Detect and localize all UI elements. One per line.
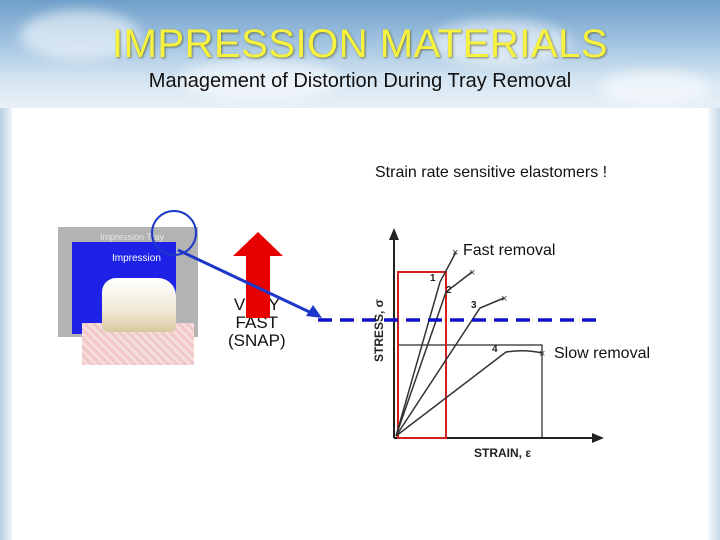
left-border [0, 108, 12, 540]
slide-subtitle: Management of Distortion During Tray Rem… [148, 70, 572, 92]
snap-line-3: (SNAP) [228, 331, 286, 350]
slow-removal-box [397, 344, 543, 439]
curve-2 [395, 271, 473, 437]
fracture-marker: × [501, 293, 507, 305]
highlight-circle [151, 210, 197, 256]
tooth [102, 278, 176, 332]
fracture-marker: × [539, 348, 545, 360]
curve-1 [395, 251, 457, 437]
slide-header: IMPRESSION MATERIALS Management of Disto… [0, 0, 720, 108]
curve-3 [395, 297, 505, 437]
fracture-marker: × [452, 247, 458, 259]
pointer-arrowhead [306, 305, 322, 318]
curve-number-3: 3 [471, 300, 477, 311]
slow-removal-label: Slow removal [554, 345, 651, 362]
curve-number-2: 2 [446, 285, 452, 296]
slide-title: IMPRESSION MATERIALS [111, 22, 608, 66]
tray-label: Impression Tray [100, 232, 165, 242]
fast-removal-label: Fast removal [463, 242, 556, 259]
pointer-arrow [177, 248, 319, 318]
curve-number-4: 4 [492, 344, 498, 355]
y-axis-arrow [389, 228, 399, 240]
fracture-marker: × [469, 267, 475, 279]
curve-number-1: 1 [430, 273, 436, 284]
x-axis-arrow [592, 433, 604, 443]
strain-axis-label: STRAIN, ε [474, 446, 532, 460]
removal-arrow [233, 232, 283, 318]
right-border [708, 108, 720, 540]
impression-label: Impression [112, 253, 161, 264]
strain-note: Strain rate sensitive elastomers ! [375, 164, 608, 181]
curve-4 [395, 349, 543, 437]
fast-removal-box [397, 271, 447, 439]
stress-axis-label: STRESS, σ [372, 299, 386, 362]
